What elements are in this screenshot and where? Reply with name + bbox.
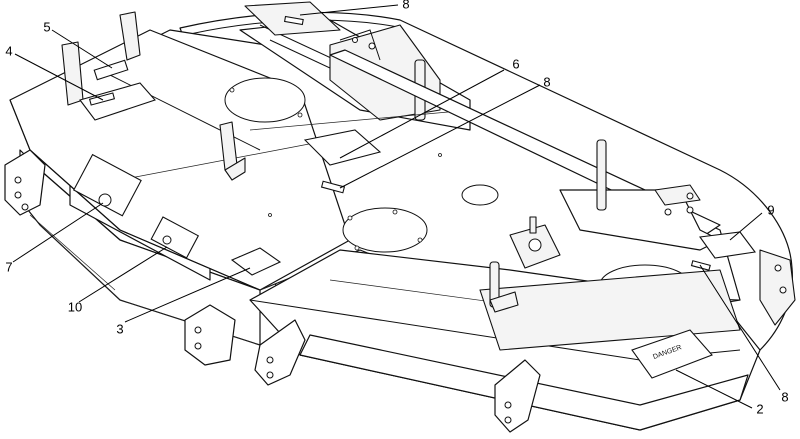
front-cover-panel [479, 269, 741, 351]
decal-5 [93, 59, 129, 81]
callout-2: 2 [756, 401, 763, 416]
callout-9: 9 [767, 202, 774, 217]
right-spindle-post [596, 139, 607, 211]
front-mid-bracket [254, 319, 306, 386]
callout-5: 5 [43, 19, 50, 34]
decal-7 [73, 153, 142, 217]
callout-10: 10 [68, 299, 82, 314]
callout-7: 7 [5, 259, 12, 274]
decal-9 [699, 231, 756, 259]
left-spindle-opening [224, 77, 306, 123]
decal-4 [79, 82, 156, 121]
callout-8-bottom: 8 [781, 389, 788, 404]
right-side-rim [759, 249, 796, 326]
left-rear-bracket [119, 11, 141, 61]
decal-2-danger [631, 329, 713, 379]
decal-8-mid [320, 180, 346, 194]
callout-6: 6 [512, 56, 519, 71]
callout-8-top: 8 [402, 0, 409, 11]
decal-10 [150, 216, 200, 259]
front-right-bracket [494, 359, 541, 433]
center-spindle-opening [342, 207, 428, 253]
left-front-arm [4, 149, 46, 216]
callout-8-mid: 8 [543, 74, 550, 89]
callout-4: 4 [5, 43, 12, 58]
decal-6 [303, 129, 382, 166]
callout-3: 3 [116, 321, 123, 336]
front-left-bracket [184, 304, 236, 366]
right-long-bar [329, 49, 721, 236]
